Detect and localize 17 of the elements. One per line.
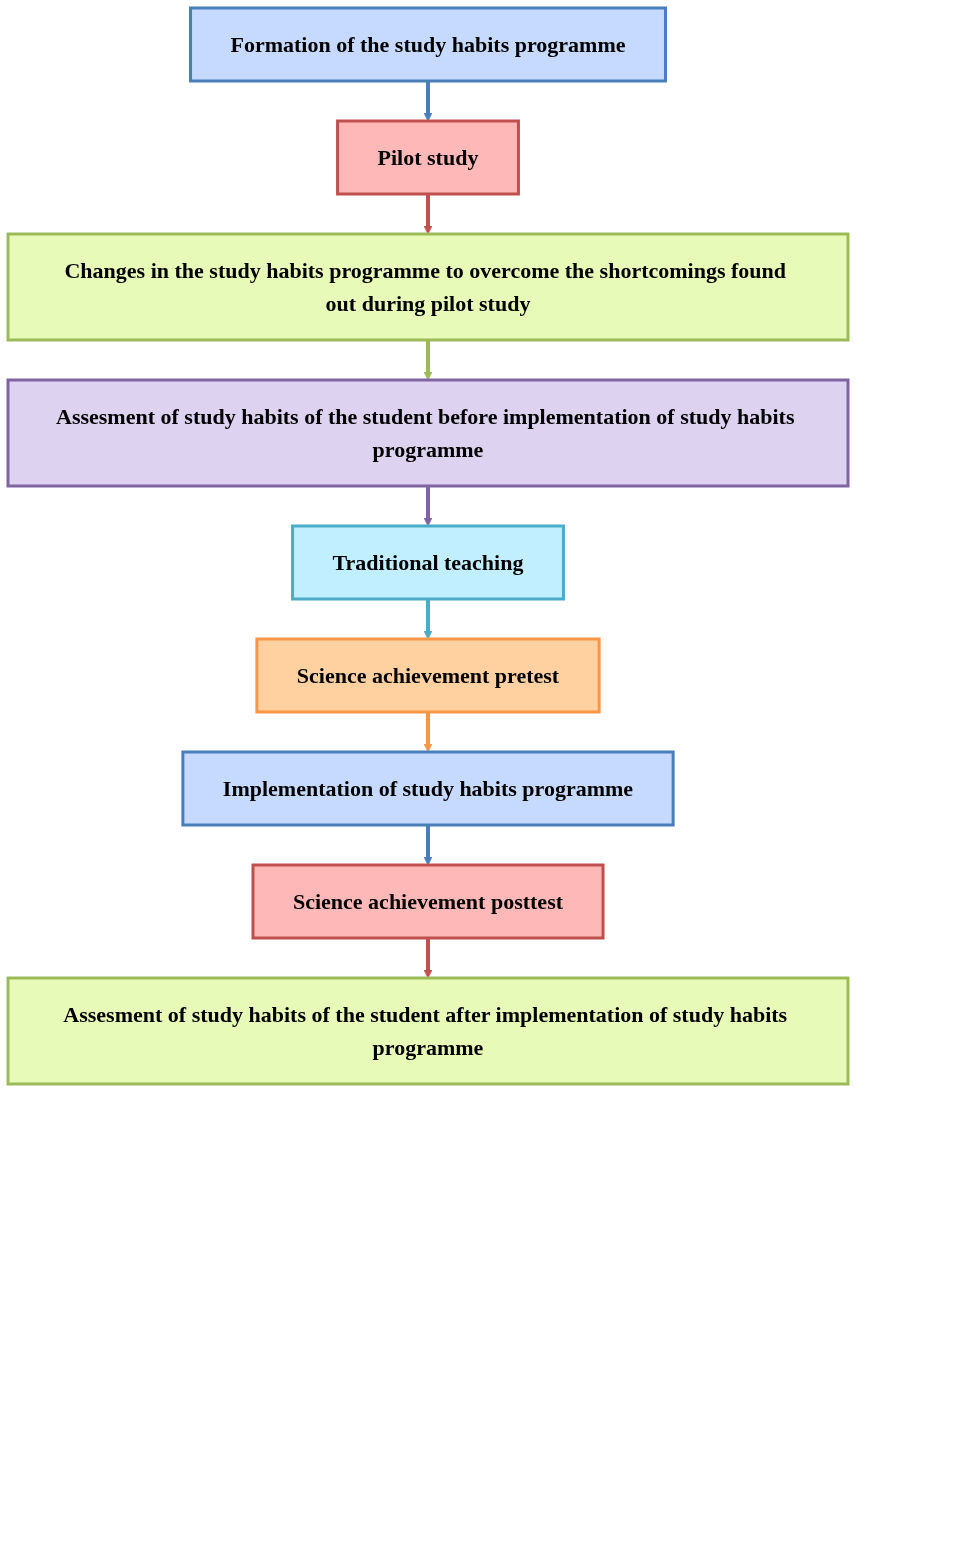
node-box: Pilot study [336, 119, 520, 196]
arrow [423, 712, 433, 753]
node-box: Assesment of study habits of the student before implementation of study habits programme [6, 378, 850, 488]
node-box: Implementation of study habits programme [181, 750, 675, 827]
node-box: Science achievement posttest [251, 863, 605, 940]
arrow [423, 599, 433, 640]
arrow [423, 486, 433, 527]
node-box: Formation of the study habits programme [189, 6, 667, 83]
arrow [423, 938, 433, 979]
arrow [423, 825, 433, 866]
arrow [423, 194, 433, 235]
arrow [423, 340, 433, 381]
arrow [423, 81, 433, 122]
node-box: Science achievement pretest [255, 637, 601, 714]
node-box: Changes in the study habits programme to overcome the shortcomings found out during pilot study [6, 232, 850, 342]
node-box: Traditional teaching [291, 524, 565, 601]
node-box: Assesment of study habits of the student after implementation of study habits programme [6, 976, 850, 1086]
